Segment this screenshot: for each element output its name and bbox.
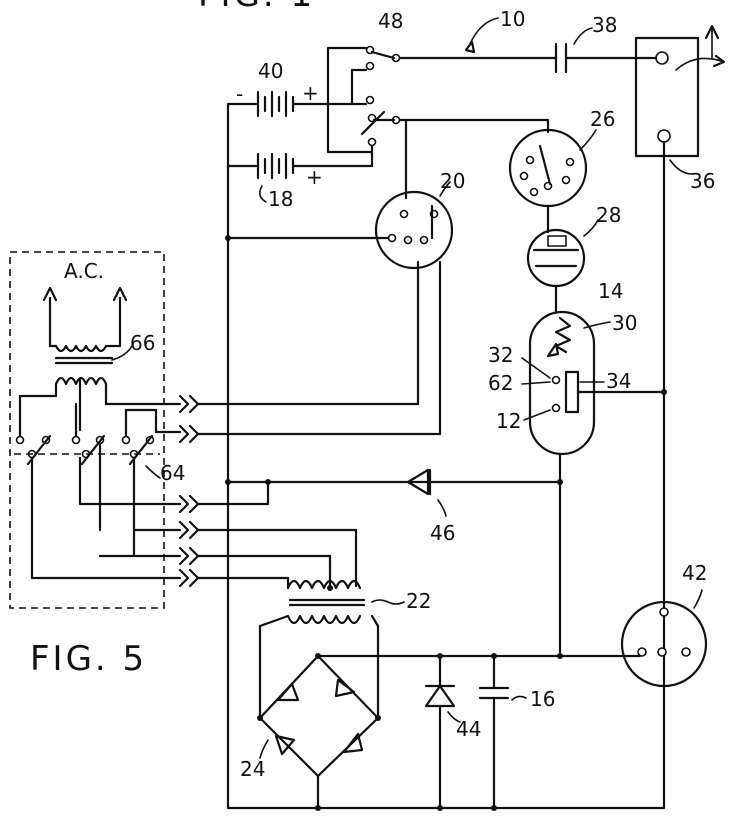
relay-20: [374, 190, 454, 436]
ref-20-leader: [439, 181, 451, 197]
bridge-rectifier-24: [257, 624, 381, 811]
battery-18: [226, 142, 374, 180]
electrode-36: [634, 24, 726, 810]
ac-label: A.C.: [64, 259, 104, 283]
ref-66: 66: [130, 331, 155, 355]
fig5-box: [9, 251, 165, 609]
ref-30-leader: [583, 321, 611, 329]
switch-48: [326, 45, 401, 154]
transformer-22: [258, 528, 380, 628]
ref-46: 46: [430, 521, 455, 545]
ref-42: 42: [682, 561, 707, 585]
ref-30: 30: [612, 311, 637, 335]
battery-40: [226, 90, 354, 118]
relay-26: [508, 128, 588, 234]
connector-plugs: [30, 394, 442, 590]
ref-28: 28: [596, 203, 621, 227]
relay-42: [620, 389, 708, 688]
battery-40-plus: +: [302, 81, 319, 105]
ref-10-arrow: [464, 40, 476, 54]
ref-44: 44: [456, 717, 481, 741]
ref-62: 62: [488, 371, 513, 395]
ref-14: 14: [598, 279, 623, 303]
ref-38: 38: [592, 13, 617, 37]
ref-32: 32: [488, 343, 513, 367]
tube-28: [526, 228, 586, 314]
ref-48: 48: [378, 9, 403, 33]
ref-20: 20: [440, 169, 465, 193]
battery-40-minus: -: [236, 82, 243, 106]
ref-16: 16: [530, 687, 555, 711]
ref-10-leader: [469, 17, 499, 45]
diode-46: [225, 468, 563, 506]
ref-26: 26: [590, 107, 615, 131]
ref-34: 34: [606, 369, 631, 393]
diode-44: [424, 654, 456, 811]
fig5-label: FIG. 5: [30, 639, 147, 679]
ref-12: 12: [496, 409, 521, 433]
ref-18-leader: [258, 185, 267, 203]
ref-24: 24: [240, 757, 265, 781]
ref-38-leader: [573, 27, 593, 45]
ref-18: 18: [268, 187, 293, 211]
ref-36-leader: [669, 159, 693, 175]
transformer-66: [42, 286, 128, 432]
ref-40: 40: [258, 59, 283, 83]
capacitor-16: [478, 654, 510, 811]
ref-28-leader: [583, 219, 599, 237]
ref-36: 36: [690, 169, 715, 193]
top-caption: FIG. 1: [198, 0, 315, 15]
ref-10: 10: [500, 7, 525, 31]
ref-26-leader: [579, 129, 597, 151]
battery-18-minus: -: [236, 153, 243, 177]
ref-22: 22: [406, 589, 431, 613]
capacitor-38: [554, 42, 662, 74]
ref-64: 64: [160, 461, 185, 485]
battery-18-plus: +: [306, 165, 323, 189]
switch-64: [14, 394, 182, 580]
